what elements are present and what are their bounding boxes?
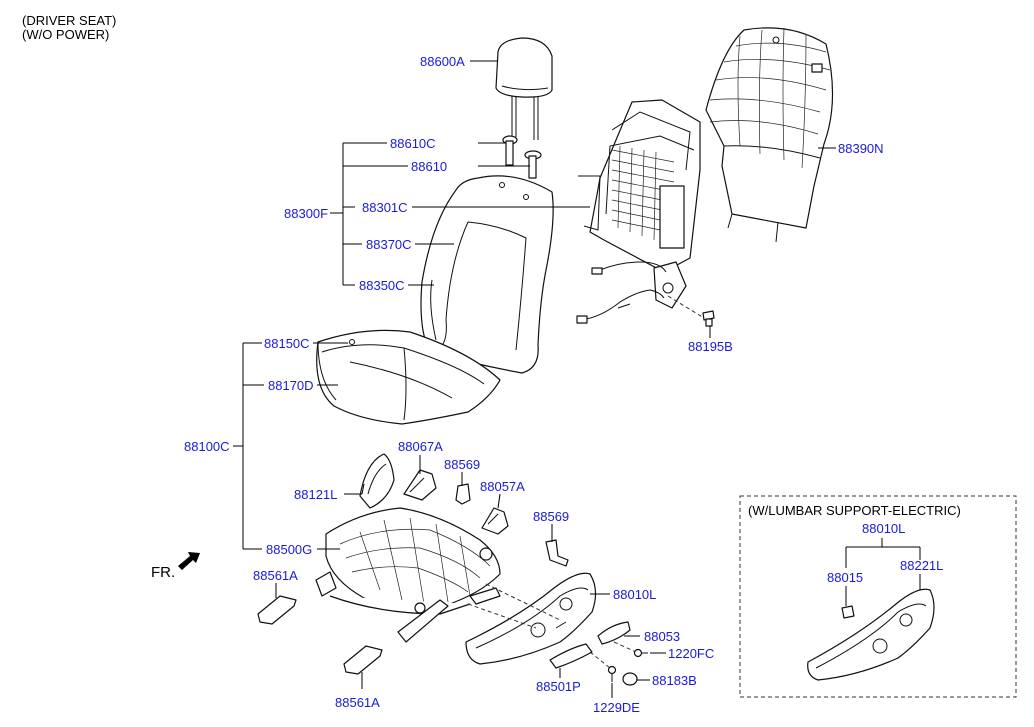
label-88100c: 88100C (184, 439, 230, 454)
bolt-88195b-drawing (667, 295, 715, 327)
side-shield-88010l-drawing (465, 572, 597, 665)
lever-88501p-drawing (549, 643, 593, 669)
leader-lines (233, 60, 836, 698)
label-88569-lower: 88569 (533, 509, 569, 524)
label-88569-upper: 88569 (444, 457, 480, 472)
label-88053: 88053 (644, 629, 680, 644)
label-88067a: 88067A (398, 439, 443, 454)
label-88561a-upper: 88561A (253, 568, 298, 583)
cap-88183b-drawing (622, 672, 638, 686)
inset-title: (W/LUMBAR SUPPORT-ELECTRIC) (748, 503, 961, 518)
label-88301c: 88301C (362, 200, 408, 215)
label-88015: 88015 (827, 570, 863, 585)
clip-88569-lower-drawing (545, 539, 569, 567)
label-88300f: 88300F (284, 206, 328, 221)
header-driver-seat: (DRIVER SEAT) (22, 13, 117, 28)
label-88183b: 88183B (652, 673, 697, 688)
back-panel-drawing (705, 27, 834, 243)
motor-88015-drawing (841, 605, 855, 619)
side-shield-88221l-drawing (807, 588, 935, 681)
label-88501p: 88501P (536, 679, 581, 694)
header-without-power: (W/O POWER) (22, 27, 110, 42)
assembly-line-2 (467, 603, 537, 629)
track-cover-88561a-upper-drawing (257, 595, 297, 625)
seatback-frame-drawing (576, 99, 701, 324)
label-88610c: 88610C (390, 136, 436, 151)
front-arrow-icon (178, 552, 200, 570)
bracket-88057a-drawing (481, 507, 509, 535)
screw-1229de-drawing (589, 651, 617, 682)
label-88600a: 88600A (420, 54, 465, 69)
label-88170d: 88170D (268, 378, 314, 393)
front-indicator-label: FR. (151, 564, 175, 581)
bracket-88067a-drawing (403, 469, 437, 501)
label-88195b: 88195B (688, 339, 733, 354)
cover-88121l-drawing (359, 453, 395, 509)
label-88221l: 88221L (900, 558, 943, 573)
label-88150c: 88150C (264, 336, 310, 351)
lumbar-support-inset: (W/LUMBAR SUPPORT-ELECTRIC) 88010L 88015… (739, 495, 1017, 698)
label-88610: 88610 (411, 159, 447, 174)
screw-1220fc-drawing (613, 641, 648, 658)
label-1220fc: 1220FC (668, 646, 714, 661)
label-88370c: 88370C (366, 237, 412, 252)
knob-88053-drawing (597, 621, 631, 645)
headrest-drawing (495, 37, 553, 140)
clip-88569-upper-drawing (455, 483, 471, 505)
seatback-cover-drawing (420, 175, 554, 374)
headrest-guides-drawing (502, 135, 542, 179)
label-88500g: 88500G (266, 542, 312, 557)
label-88121l: 88121L (294, 487, 337, 502)
label-88390n: 88390N (838, 141, 884, 156)
label-88010l: 88010L (613, 587, 656, 602)
label-1229de: 1229DE (593, 700, 640, 715)
label-88561a-lower: 88561A (335, 695, 380, 710)
seat-cushion-drawing (316, 329, 501, 425)
label-88350c: 88350C (359, 278, 405, 293)
label-88010l-inset: 88010L (862, 521, 905, 536)
track-cover-88561a-lower-drawing (343, 645, 383, 675)
label-88057a: 88057A (480, 479, 525, 494)
seat-track-frame-drawing (315, 507, 501, 643)
